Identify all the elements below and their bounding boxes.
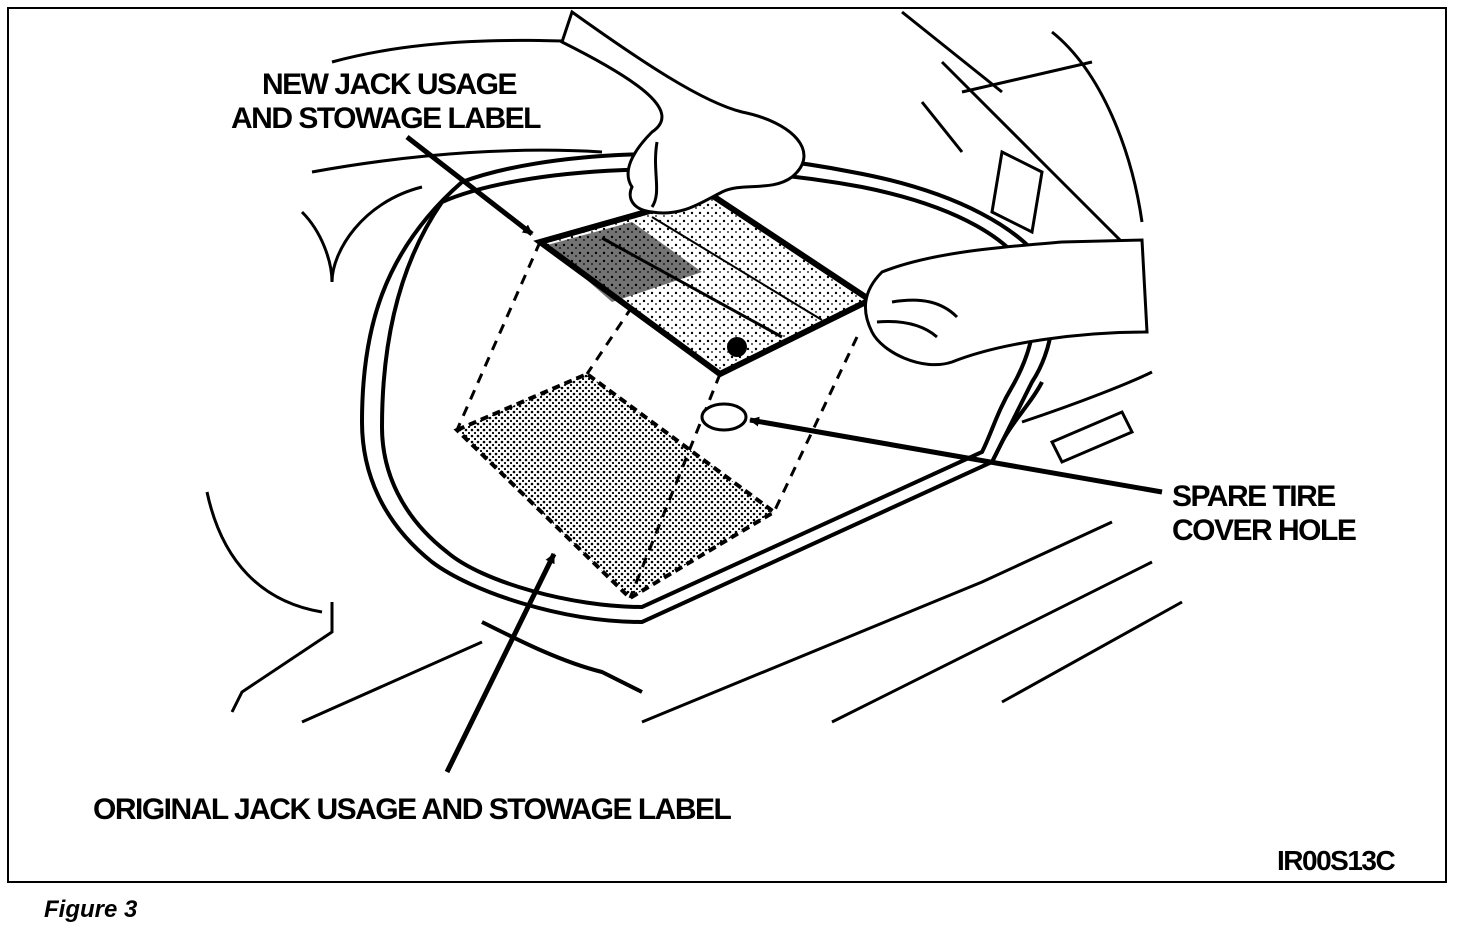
hole-arrow — [749, 416, 1163, 495]
spare-tire-cover — [359, 151, 1055, 694]
original-label-arrow — [444, 552, 557, 774]
illustration-id: IR00S13C — [1277, 845, 1396, 876]
car-body-lines — [205, 10, 1183, 724]
illustration-frame: NEW JACK USAGE AND STOWAGE LABEL SPARE T… — [7, 7, 1447, 883]
new-label-arrow — [405, 135, 534, 236]
figure-caption: Figure 3 — [44, 896, 138, 923]
hole-callout-line1: SPARE TIRE — [1172, 480, 1336, 513]
cover-hole — [700, 402, 748, 432]
new-label-callout-line2: AND STOWAGE LABEL — [231, 102, 541, 135]
new-jack-label — [533, 190, 877, 378]
original-jack-label — [453, 371, 778, 601]
trunk-illustration — [205, 9, 1183, 774]
leader-arrows — [405, 135, 1163, 774]
hole-callout-line2: COVER HOLE — [1172, 514, 1357, 547]
hands — [560, 9, 1149, 367]
original-label-callout: ORIGINAL JACK USAGE AND STOWAGE LABEL — [93, 793, 732, 826]
new-label-callout-line1: NEW JACK USAGE — [262, 68, 518, 101]
